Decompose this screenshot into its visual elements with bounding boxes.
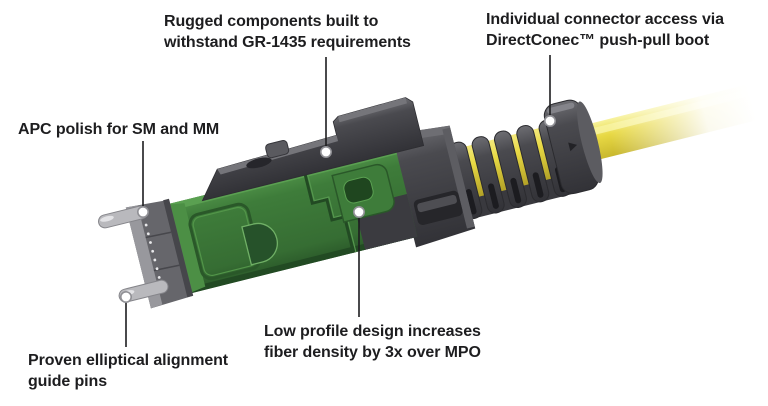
push-pull-boot bbox=[446, 99, 603, 220]
callout-low-profile: Low profile design increases fiber densi… bbox=[264, 321, 481, 363]
callout-rugged-components: Rugged components built to withstand GR-… bbox=[164, 11, 411, 53]
callout-dot-access bbox=[543, 115, 556, 128]
callout-text-line: Individual connector access via bbox=[486, 11, 724, 28]
callout-text-line: fiber density by 3x over MPO bbox=[264, 344, 481, 361]
callout-text-line: Rugged components built to bbox=[164, 13, 379, 30]
callout-apc-polish: APC polish for SM and MM bbox=[18, 119, 219, 140]
callout-dot-rugged bbox=[319, 146, 332, 159]
fiber-array-dots bbox=[142, 214, 163, 288]
callout-text-line: withstand GR-1435 requirements bbox=[164, 34, 411, 51]
callout-connector-access: Individual connector access via DirectCo… bbox=[486, 9, 724, 51]
callout-text-line: Proven elliptical alignment bbox=[28, 352, 229, 369]
callout-text-line: guide pins bbox=[28, 373, 108, 390]
callout-dot-profile bbox=[352, 206, 365, 219]
fiber-cable bbox=[577, 57, 768, 176]
latch-arm bbox=[331, 163, 395, 224]
callout-guide-pins: Proven elliptical alignment guide pins bbox=[28, 350, 228, 392]
callout-text-line: Low profile design increases bbox=[264, 323, 481, 340]
callout-text-line: APC polish for SM and MM bbox=[18, 121, 220, 138]
callout-dot-apc bbox=[137, 206, 150, 219]
callout-dot-pins bbox=[120, 290, 133, 303]
d-cutout bbox=[241, 222, 278, 266]
callout-text-line: DirectConec™ push-pull boot bbox=[486, 32, 710, 49]
top-latch bbox=[201, 97, 425, 202]
boot-collar bbox=[543, 99, 603, 195]
